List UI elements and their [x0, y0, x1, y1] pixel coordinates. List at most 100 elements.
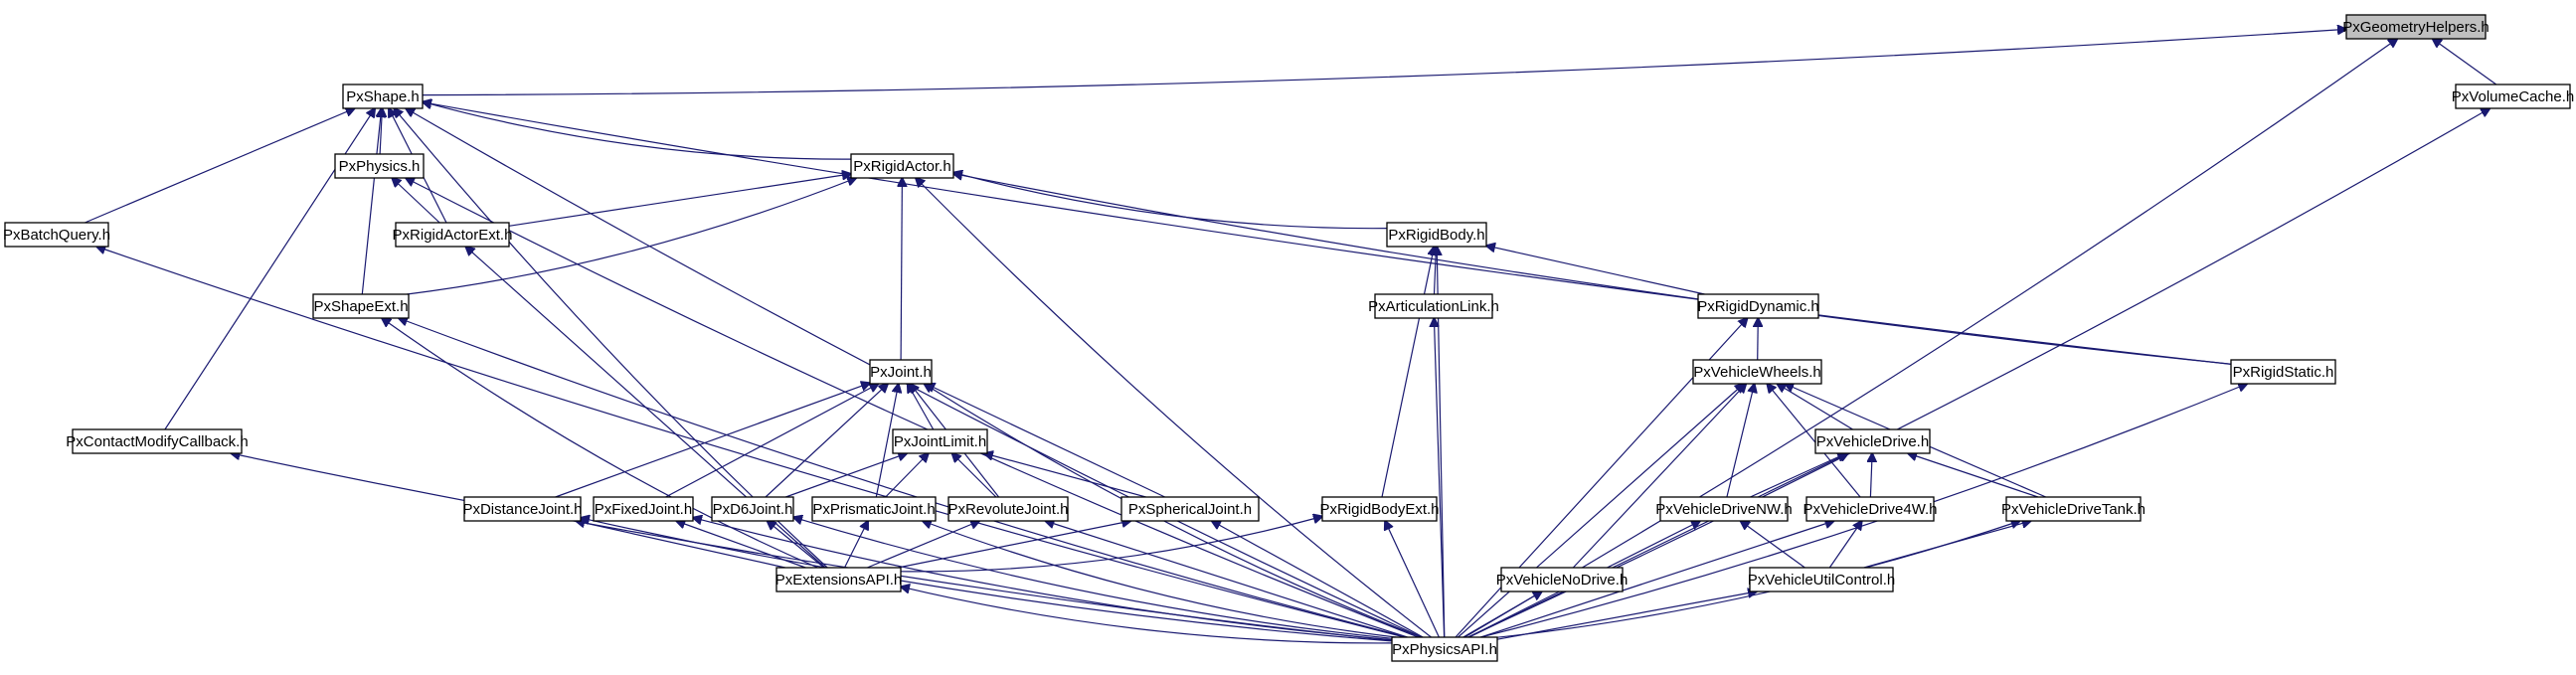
edge-physapi-to-d6joint: [793, 517, 1393, 639]
node-geom[interactable]: PxGeometryHelpers.h: [2342, 14, 2490, 40]
node-box: [1120, 496, 1260, 522]
node-label: PxD6Joint.h: [713, 501, 793, 518]
node-rigiddynamic[interactable]: PxRigidDynamic.h: [1697, 293, 1819, 319]
node-box: [1374, 293, 1493, 319]
edge-physapi-to-artlink: [1434, 318, 1446, 638]
node-batchquery[interactable]: PxBatchQuery.h: [3, 222, 110, 248]
node-jointlimit[interactable]: PxJointLimit.h: [892, 428, 988, 454]
node-vutil[interactable]: PxVehicleUtilControl.h: [1748, 567, 1895, 592]
node-label: PxFixedJoint.h: [595, 501, 692, 518]
node-prisjoint[interactable]: PxPrismaticJoint.h: [811, 496, 937, 522]
node-rigidbodyext[interactable]: PxRigidBodyExt.h: [1319, 496, 1440, 522]
edge-rigidstatic-to-rigidactor: [953, 174, 2232, 365]
edge-physapi-to-geom: [1462, 39, 2398, 638]
edge-rigiddynamic-to-rigidbody: [1486, 246, 1705, 295]
edge-vdrive4w-to-vwheels: [1767, 384, 1861, 498]
edge-physapi-to-rigidactor: [916, 178, 1432, 638]
node-label: PxDistanceJoint.h: [462, 501, 582, 518]
node-contactmod[interactable]: PxContactModifyCallback.h: [66, 428, 249, 454]
node-box: [1321, 496, 1438, 522]
edge-fixedjoint-to-joint: [665, 384, 879, 498]
edge-batchquery-to-shape: [85, 108, 354, 224]
edge-vdrive4w-to-vdrive: [1870, 453, 1872, 498]
edge-extapi-to-sphjoint: [898, 521, 1130, 569]
node-artlink[interactable]: PxArticulationLink.h: [1368, 293, 1499, 319]
edge-physapi-to-batchquery: [96, 247, 1405, 638]
edge-extapi-to-fixedjoint: [676, 521, 806, 569]
node-vwheels[interactable]: PxVehicleWheels.h: [1692, 359, 1822, 385]
edge-vdrivetank-to-vdrive: [1908, 453, 2039, 498]
node-rigidactorext[interactable]: PxRigidActorExt.h: [393, 222, 513, 248]
node-vnodrive[interactable]: PxVehicleNoDrive.h: [1496, 567, 1629, 592]
node-label: PxContactModifyCallback.h: [66, 433, 248, 450]
node-physapi[interactable]: PxPhysicsAPI.h: [1391, 636, 1498, 662]
node-label: PxRevoluteJoint.h: [948, 501, 1069, 518]
edge-vutil-to-vdrive4w: [1828, 521, 1861, 569]
node-fixedjoint[interactable]: PxFixedJoint.h: [593, 496, 694, 522]
node-box: [1749, 567, 1894, 592]
node-label: PxRigidBody.h: [1388, 227, 1484, 244]
edge-contactmod-to-shape: [164, 108, 375, 430]
node-box: [1805, 496, 1935, 522]
node-label: PxVehicleDrive.h: [1816, 433, 1929, 450]
node-shape[interactable]: PxShape.h: [342, 84, 424, 109]
edge-prisjoint-to-jointlimit: [885, 453, 929, 498]
node-label: PxPhysics.h: [339, 158, 421, 175]
node-revjoint[interactable]: PxRevoluteJoint.h: [947, 496, 1069, 522]
node-physics[interactable]: PxPhysics.h: [334, 153, 425, 179]
edge-physapi-to-rigidstatic: [1480, 384, 2247, 638]
node-label: PxShape.h: [346, 88, 419, 105]
edge-shape-to-geom: [422, 29, 2346, 96]
node-label: PxRigidActorExt.h: [393, 227, 513, 244]
node-vdrive[interactable]: PxVehicleDrive.h: [1814, 428, 1931, 454]
edge-physapi-to-distjoint: [581, 518, 1393, 642]
node-vdrivenw[interactable]: PxVehicleDriveNW.h: [1655, 496, 1793, 522]
node-label: PxBatchQuery.h: [3, 227, 110, 244]
edge-d6joint-to-jointlimit: [785, 453, 907, 498]
edge-physapi-to-physics: [406, 178, 1419, 638]
edge-physapi-to-rigidbodyext: [1385, 521, 1440, 638]
node-label: PxVehicleDriveNW.h: [1655, 501, 1793, 518]
node-rigidstatic[interactable]: PxRigidStatic.h: [2230, 359, 2336, 385]
edge-extapi-to-prisjoint: [843, 521, 869, 569]
node-volcache[interactable]: PxVolumeCache.h: [2452, 84, 2574, 109]
edge-extapi-to-shapeext: [382, 318, 818, 569]
node-box: [775, 567, 902, 592]
node-box: [342, 84, 424, 109]
node-label: PxVehicleDrive4W.h: [1803, 501, 1937, 518]
node-label: PxGeometryHelpers.h: [2342, 19, 2490, 36]
node-label: PxJoint.h: [870, 364, 932, 381]
node-label: PxPhysicsAPI.h: [1392, 641, 1497, 658]
node-rigidbody[interactable]: PxRigidBody.h: [1386, 222, 1487, 248]
edge-rigidbody-to-rigidactor: [953, 173, 1388, 230]
node-vdrive4w[interactable]: PxVehicleDrive4W.h: [1803, 496, 1938, 522]
node-joint[interactable]: PxJoint.h: [869, 359, 933, 385]
node-box: [2455, 84, 2571, 109]
node-d6joint[interactable]: PxD6Joint.h: [711, 496, 794, 522]
edge-physapi-to-extapi: [901, 587, 1393, 644]
node-label: PxJointLimit.h: [894, 433, 986, 450]
node-shapeext[interactable]: PxShapeExt.h: [312, 293, 410, 319]
edge-physapi-to-sphjoint: [1212, 521, 1424, 638]
edge-volcache-to-geom: [2433, 39, 2497, 85]
edge-d6joint-to-joint: [765, 384, 888, 498]
edge-rigidstatic-to-shape: [423, 102, 2232, 365]
node-box: [4, 222, 109, 248]
node-sphjoint[interactable]: PxSphericalJoint.h: [1120, 496, 1260, 522]
edge-sphjoint-to-jointlimit: [984, 453, 1146, 498]
edge-physapi-to-vnodrive: [1463, 591, 1542, 638]
node-label: PxRigidDynamic.h: [1697, 298, 1819, 315]
edge-vdrivenw-to-vdrive: [1750, 453, 1846, 498]
edge-extapi-to-d6joint: [768, 521, 825, 569]
node-box: [1500, 567, 1624, 592]
node-box: [2230, 359, 2336, 385]
node-extapi[interactable]: PxExtensionsAPI.h: [775, 567, 903, 592]
node-vdrivetank[interactable]: PxVehicleDriveTank.h: [2001, 496, 2146, 522]
node-label: PxShapeExt.h: [313, 298, 408, 315]
node-distjoint[interactable]: PxDistanceJoint.h: [462, 496, 583, 522]
edge-artlink-to-rigidbody: [1435, 247, 1437, 295]
edge-vdrive-to-vwheels: [1777, 384, 1853, 430]
node-label: PxArticulationLink.h: [1368, 298, 1499, 315]
node-rigidactor[interactable]: PxRigidActor.h: [850, 153, 954, 179]
